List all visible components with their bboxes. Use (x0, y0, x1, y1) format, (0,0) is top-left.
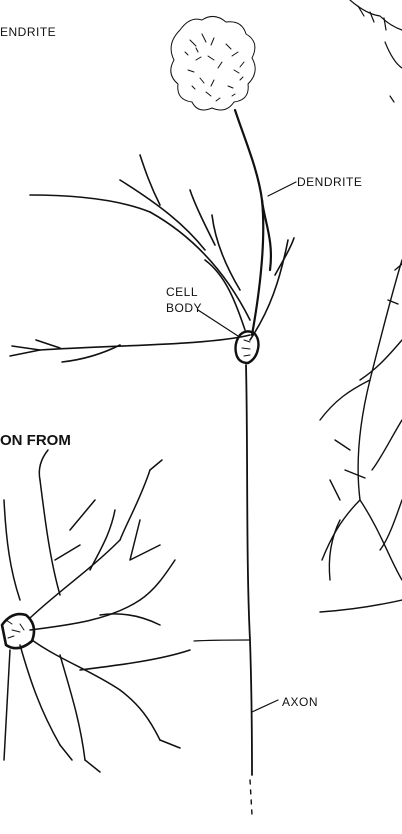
neighbor-neuron-edge (350, 0, 402, 102)
right-neuron-branches (320, 260, 402, 612)
label-axon: AXON (282, 695, 318, 709)
dendritic-tuft (171, 16, 255, 110)
label-cell: CELL (166, 285, 198, 299)
label-dendrite-top-left: ENDRITE (0, 25, 56, 39)
label-body: BODY (166, 301, 202, 315)
axon (194, 365, 252, 815)
label-dendrite: DENDRITE (297, 175, 362, 189)
cell-body-label-group: CELL BODY (166, 285, 238, 336)
caption-fragment: ON FROM (0, 432, 71, 449)
axon-label-group: AXON (252, 695, 318, 712)
dendrite-label-group: DENDRITE (268, 175, 362, 196)
multipolar-neuron (2, 450, 190, 772)
